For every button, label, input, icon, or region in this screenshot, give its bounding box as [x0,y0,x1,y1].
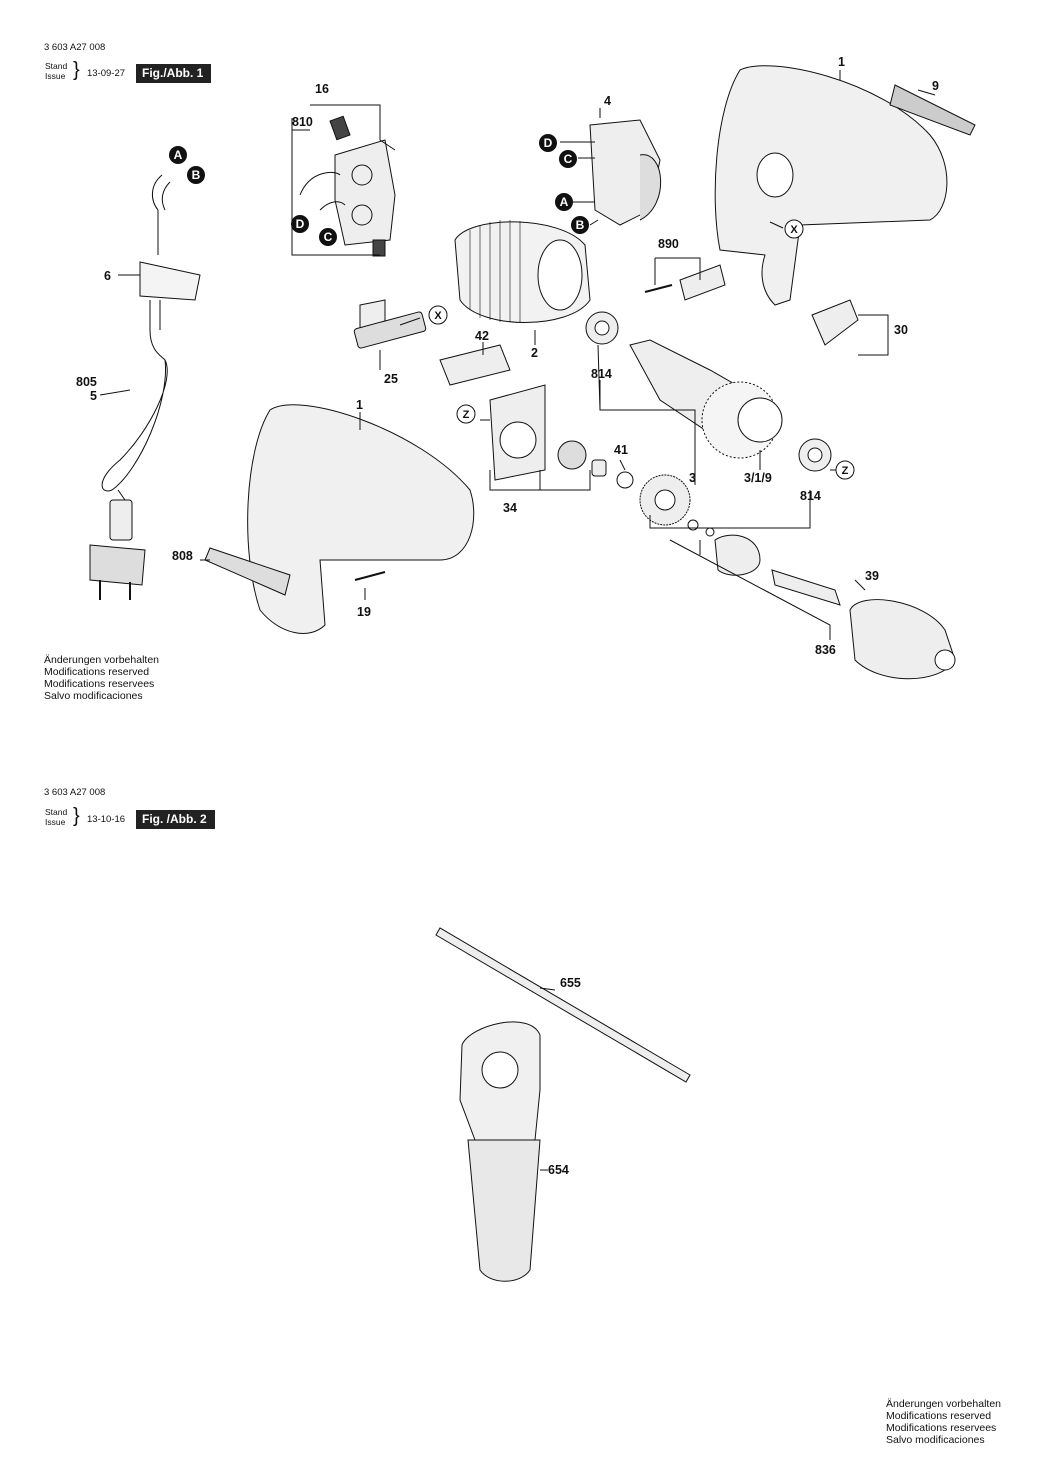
label-2: 2 [531,346,538,360]
fig1-stand: Stand [45,61,68,71]
fig1-note-es: Salvo modificaciones [44,690,143,702]
label-3-1-9: 3/1/9 [744,471,772,485]
callout-A: A [174,148,183,162]
fig1-issue: Issue [45,71,66,81]
fig2-note-en: Modifications reserved [886,1410,992,1422]
fig1-label: Fig./Abb. 1 [136,64,212,83]
label-5: 5 [90,389,97,403]
label-4: 4 [604,94,611,108]
label-655: 655 [560,976,581,990]
label-814-a: 814 [591,367,612,381]
label-808: 808 [172,549,193,563]
callout-D: D [296,217,305,231]
label-6: 6 [104,269,111,283]
fig1-date: 13-09-27 [87,68,126,79]
label-890: 890 [658,237,679,251]
cord-plug [89,544,146,586]
callout-A2: A [560,195,569,209]
aux-handle-grip [467,1139,541,1282]
part-42 [439,344,511,386]
part-808 [204,547,291,596]
label-3: 3 [689,471,696,485]
fig2-doc-number: 3 603 A27 008 [44,787,106,798]
fig2-stand: Stand [45,807,68,817]
part-9 [889,84,976,136]
spindle-bush [714,534,761,576]
label-805: 805 [76,375,97,389]
cord-cable [101,329,168,492]
callout-D2: D [544,136,553,150]
fig2-note-es: Salvo modificaciones [886,1434,985,1446]
fig2-date: 13-10-16 [87,814,126,825]
label-814-b: 814 [800,489,821,503]
label-25: 25 [384,372,398,386]
part-30 [811,299,859,346]
cord-wires [152,174,163,255]
callout-Z-814: Z [842,465,849,477]
label-39: 39 [865,569,879,583]
cord-strain-relief [139,261,201,301]
fig2-issue: Issue [45,817,66,827]
label-30: 30 [894,323,908,337]
label-836: 836 [815,643,836,657]
brush-holder [334,139,396,246]
housing-right [714,65,948,306]
fig2-note-de: Änderungen vorbehalten [886,1398,1002,1410]
label-16: 16 [315,82,329,96]
callout-Z-34: Z [463,409,470,421]
fig1-exploded-view: A B D C D C A B X X Z Z 16 810 4 1 9 6 8… [76,55,976,680]
label-19: 19 [357,605,371,619]
fig1-doc-number: 3 603 A27 008 [44,42,106,53]
fig2-label: Fig. /Abb. 2 [136,810,215,829]
fig1-note-de: Änderungen vorbehalten [44,654,160,666]
label-41: 41 [614,443,628,457]
callout-B2: B [576,218,585,232]
fig2-brace: } [73,805,80,827]
fig1-note-fr: Modifications reservees [44,678,155,690]
fig1-brace: } [73,59,80,81]
callout-X-housing: X [790,224,798,236]
cord-plug-grip [109,499,133,541]
depth-stop-rod [435,927,691,1083]
callout-C: C [324,230,333,244]
callout-circles: A B D C D C A B [169,134,589,246]
fig1-note-en: Modifications reserved [44,666,150,678]
spindle [771,569,841,606]
label-9: 9 [932,79,939,93]
aux-handle-clamp [459,1021,541,1141]
label-654: 654 [548,1163,569,1177]
callout-C2: C [564,152,573,166]
fig2-note-fr: Modifications reservees [886,1422,997,1434]
label-42: 42 [475,329,489,343]
label-1-top: 1 [838,55,845,69]
callout-X-25: X [434,310,442,322]
label-1-bottom: 1 [356,398,363,412]
label-810: 810 [292,115,313,129]
callout-B: B [192,168,201,182]
part-25 [353,311,427,349]
label-34: 34 [503,501,517,515]
housing-left [247,404,475,634]
